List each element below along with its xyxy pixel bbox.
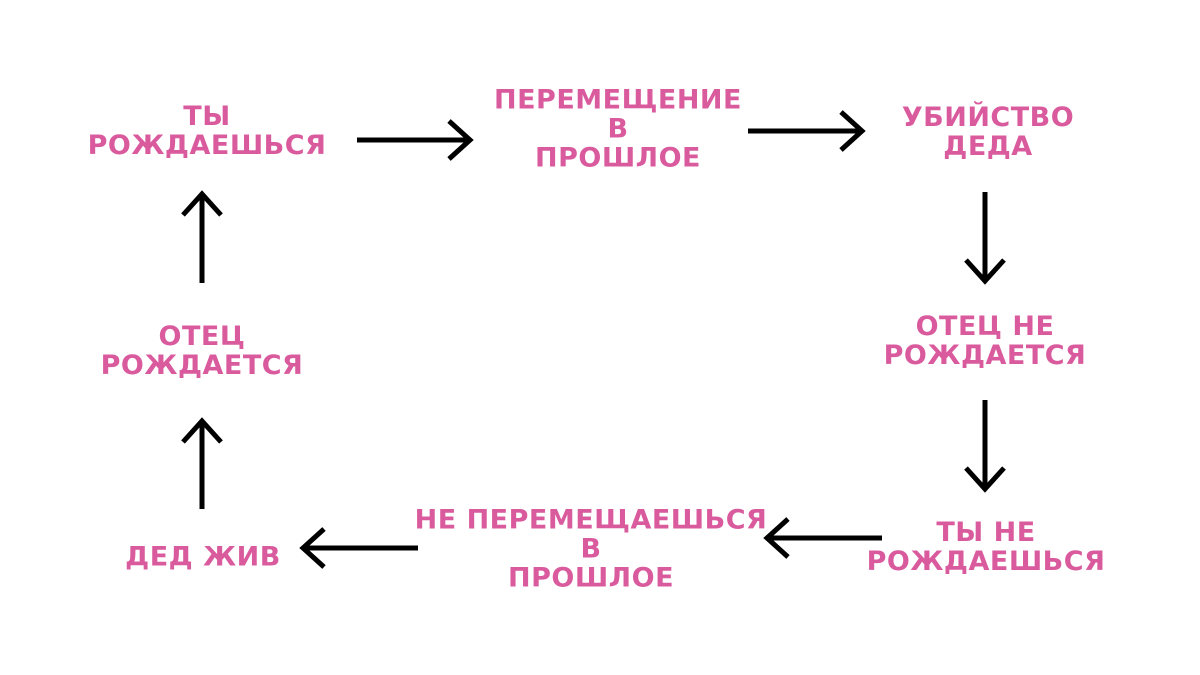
node-you-are-born: ТЫ РОЖДАЕШЬСЯ	[88, 102, 327, 160]
node-text-line: ОТЕЦ	[158, 321, 246, 352]
node-text-line: ТЫ	[183, 101, 231, 132]
node-text-line: ДЕД ЖИВ	[125, 541, 281, 573]
arrow-kill-to-father-not-born	[964, 192, 1006, 285]
node-text-line: РОЖДАЕШЬСЯ	[866, 546, 1106, 577]
arrow-father-born-to-born	[181, 190, 223, 283]
node-text-line: В	[580, 533, 602, 565]
node-father-not-born: ОТЕЦ НЕ РОЖДАЕТСЯ	[884, 312, 1087, 370]
node-grandfather-alive: ДЕД ЖИВ	[125, 543, 281, 572]
node-text-line: В	[607, 113, 629, 145]
arrow-travel-to-kill	[748, 110, 866, 152]
node-text-line: РОЖДАЕТСЯ	[883, 340, 1087, 371]
node-you-not-born: ТЫ НЕ РОЖДАЕШЬСЯ	[867, 518, 1106, 576]
arrow-born-to-travel	[357, 119, 474, 161]
node-father-born: ОТЕЦ РОЖДАЕТСЯ	[101, 322, 304, 380]
node-grandfather-killed: УБИЙСТВО ДЕДА	[902, 103, 1074, 161]
node-text-line: ПРОШЛОЕ	[534, 142, 701, 174]
arrow-you-not-born-to-no-travel	[763, 517, 882, 559]
node-text-line: РОЖДАЕШЬСЯ	[87, 130, 327, 161]
node-text-line: НЕ ПЕРЕМЕЩАЕШЬСЯ	[414, 504, 768, 536]
node-text-line: УБИЙСТВО	[901, 102, 1075, 133]
node-text-line: ОТЕЦ НЕ	[915, 311, 1055, 342]
node-text-line: ПЕРЕМЕЩЕНИЕ	[494, 84, 742, 116]
node-text-line: ПРОШЛОЕ	[507, 562, 675, 594]
arrow-no-travel-to-grandpa-alive	[299, 527, 418, 569]
arrow-grandpa-alive-to-father-born	[181, 417, 223, 509]
node-text-line: ТЫ НЕ	[936, 517, 1036, 548]
node-text-line: ДЕДА	[943, 131, 1033, 162]
arrow-father-not-born-to-you-not-born	[964, 400, 1006, 493]
node-no-travel-to-past: НЕ ПЕРЕМЕЩАЕШЬСЯ В ПРОШЛОЕ	[415, 506, 768, 593]
node-text-line: РОЖДАЕТСЯ	[100, 350, 304, 381]
node-travel-to-past: ПЕРЕМЕЩЕНИЕ В ПРОШЛОЕ	[494, 86, 742, 173]
